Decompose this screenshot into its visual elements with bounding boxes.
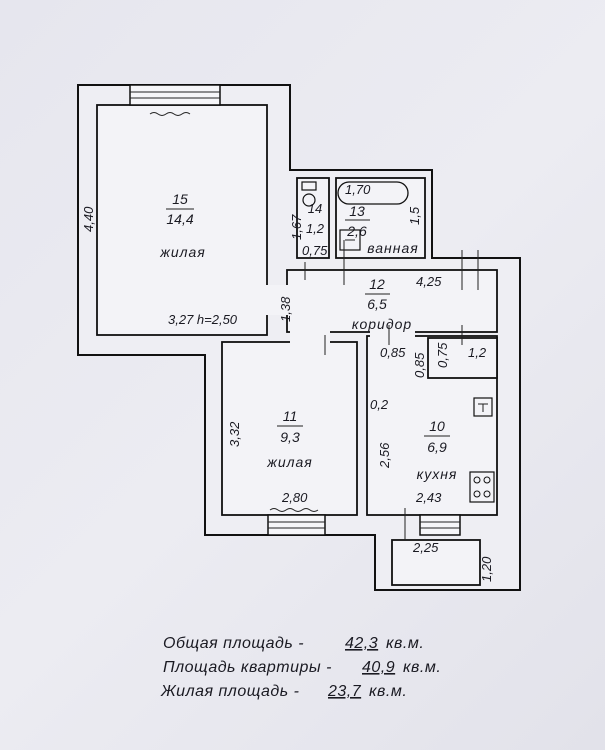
room-number: 14 — [308, 201, 322, 216]
room-11-label: 11 9,3 жилая — [266, 408, 313, 470]
dim-bath-height: 1,5 — [407, 206, 422, 225]
room-13-bathroom — [335, 177, 426, 259]
window-r15 — [129, 84, 221, 116]
doorway-kitchen — [370, 330, 415, 338]
room-12-label: 12 6,5 коридор — [352, 276, 412, 332]
dim-r15-width: 3,27 h=2,50 — [168, 312, 238, 327]
room-15-label: 15 14,4 жилая — [159, 191, 206, 260]
sink-icon — [339, 229, 361, 251]
dim-kitchen-height: 2,56 — [377, 442, 392, 469]
summary-label: Площадь квартиры - — [163, 659, 332, 676]
room-number: 11 — [283, 408, 298, 424]
room-13-label: 13 2,6 ванная — [345, 203, 418, 256]
room-number: 15 — [172, 191, 188, 207]
dim-r11-height: 3,32 — [227, 421, 242, 447]
summary-label: Жилая площадь - — [160, 683, 299, 700]
dim-balcony-width: 2,25 — [412, 540, 439, 555]
window-kitchen — [419, 514, 461, 536]
room-14-toilet — [296, 177, 330, 259]
dim-closet-b: 0,85 — [412, 352, 427, 378]
room-number: 13 — [349, 203, 365, 219]
room-area: 2,6 — [346, 223, 367, 239]
room-type: ванная — [367, 240, 418, 256]
room-11 — [221, 341, 358, 516]
room-type: коридор — [352, 316, 412, 332]
summary-value: 23,7 — [327, 683, 362, 700]
dim-toilet-height: 1,67 — [289, 214, 304, 240]
dim-toilet-width: 0,75 — [302, 243, 328, 258]
dim-r15-height: 4,40 — [81, 206, 96, 232]
room-area: 1,2 — [306, 221, 325, 236]
stove-icon — [469, 471, 495, 503]
room-type: жилая — [266, 454, 313, 470]
summary-value: 40,9 — [362, 659, 395, 676]
summary-value: 42,3 — [345, 635, 378, 652]
dimension-ticks — [304, 240, 479, 540]
summary-unit: кв.м. — [369, 683, 407, 700]
room-area: 6,5 — [367, 296, 387, 312]
doorway-r11 — [290, 330, 330, 344]
doorway-r15 — [266, 285, 289, 315]
room-number: 12 — [369, 276, 385, 292]
room-type: жилая — [159, 244, 206, 260]
toilet-icon — [301, 181, 317, 207]
summary-unit: кв.м. — [386, 635, 424, 652]
room-number: 10 — [429, 418, 445, 434]
summary-label: Общая площадь - — [163, 635, 304, 652]
area-summary: Общая площадь - 42,3 кв.м. Площадь кварт… — [160, 635, 441, 700]
dim-closet-a: 0,85 — [380, 345, 406, 360]
bathtub-icon — [337, 181, 409, 205]
room-15 — [96, 104, 268, 336]
dim-kitchen-gap: 0,2 — [370, 397, 389, 412]
dim-bath-width: 1,70 — [345, 182, 371, 197]
dim-balcony-depth: 1,20 — [479, 556, 494, 582]
balcony — [391, 539, 481, 586]
summary-unit: кв.м. — [403, 659, 441, 676]
room-10-label: 10 6,9 кухня — [417, 418, 458, 482]
dim-closet-c: 0,75 — [435, 342, 450, 368]
dim-passage: 1,38 — [278, 296, 293, 322]
summary-apartment: Площадь квартиры - 40,9 кв.м. — [163, 659, 441, 676]
room-14-label: 14 1,2 — [306, 201, 325, 236]
room-area: 6,9 — [427, 439, 447, 455]
summary-living: Жилая площадь - 23,7 кв.м. — [160, 683, 407, 700]
window-r11 — [267, 508, 326, 536]
kitchen-sink-icon — [473, 397, 493, 417]
dim-corridor-length: 4,25 — [416, 274, 442, 289]
summary-total: Общая площадь - 42,3 кв.м. — [163, 635, 424, 652]
dim-kitchen-width: 2,43 — [415, 490, 442, 505]
dim-closet-d: 1,2 — [468, 345, 487, 360]
dim-r11-width: 2,80 — [281, 490, 308, 505]
room-area: 9,3 — [280, 429, 300, 445]
room-area: 14,4 — [166, 211, 193, 227]
room-type: кухня — [417, 466, 458, 482]
